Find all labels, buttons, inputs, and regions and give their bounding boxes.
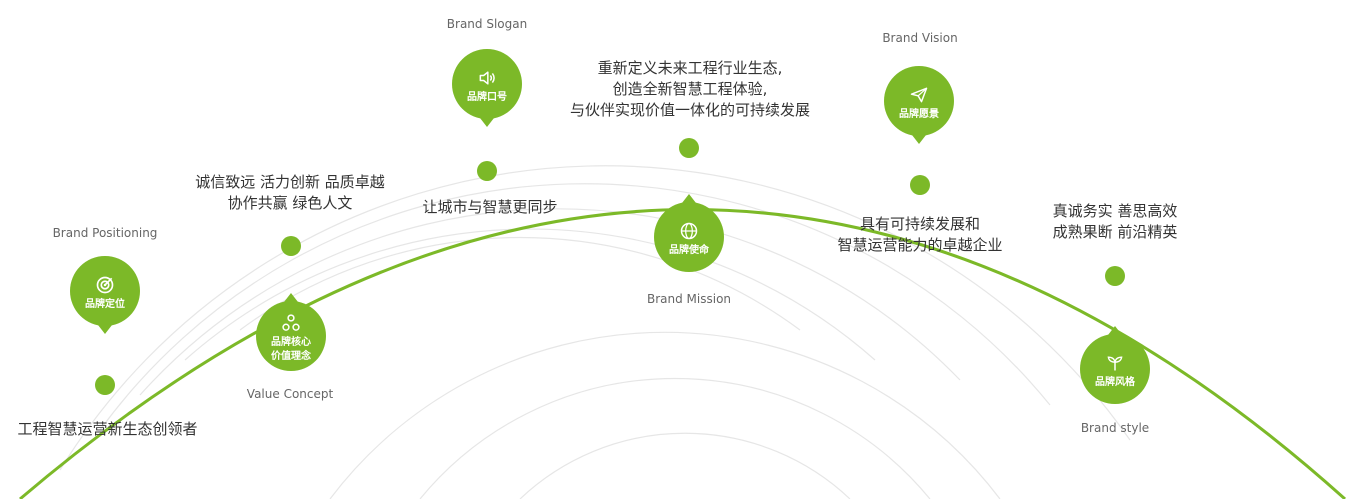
ring-2 bbox=[184, 228, 876, 361]
ring-1 bbox=[239, 236, 801, 331]
vision-en-title: Brand Vision bbox=[882, 31, 958, 45]
positioning-bubble-tail bbox=[98, 325, 112, 334]
sprout-icon bbox=[1107, 355, 1123, 370]
vision-bubble: 品牌愿景 bbox=[884, 66, 954, 136]
value-bubble: 品牌核心 价值理念 bbox=[256, 301, 326, 371]
background-rings bbox=[59, 165, 1131, 499]
style-text-line: 成熟果断 前沿精英 bbox=[1052, 223, 1178, 241]
ring-6 bbox=[329, 331, 1001, 499]
vision-text-line: 具有可持续发展和 bbox=[859, 215, 980, 233]
mission-bubble-tail bbox=[682, 194, 696, 203]
positioning-en-title: Brand Positioning bbox=[52, 226, 158, 240]
nodes-icon bbox=[282, 313, 300, 331]
vision-text-line: 智慧运营能力的卓越企业 bbox=[837, 236, 1003, 254]
slogan-text: 让城市与智慧更同步 bbox=[405, 197, 575, 218]
style-text-line: 真诚务实 善思高效 bbox=[1052, 202, 1178, 220]
ring-5 bbox=[59, 165, 1131, 471]
mission-bubble: 品牌使命 bbox=[654, 202, 724, 272]
value-text: 诚信致远 活力创新 品质卓越 协作共赢 绿色人文 bbox=[180, 172, 400, 214]
slogan-label: 品牌口号 bbox=[467, 91, 507, 103]
positioning-label: 品牌定位 bbox=[85, 298, 125, 310]
positioning-text: 工程智慧运营新生态创领者 bbox=[10, 419, 205, 440]
value-bubble-tail bbox=[284, 293, 298, 302]
slogan-en-title: Brand Slogan bbox=[446, 17, 528, 31]
ring-4 bbox=[99, 183, 1051, 431]
style-label: 品牌风格 bbox=[1095, 376, 1135, 388]
mission-text-line: 重新定义未来工程行业生态, bbox=[597, 59, 783, 77]
ring-3 bbox=[139, 208, 961, 396]
mission-text-line: 与伙伴实现价值一体化的可持续发展 bbox=[569, 101, 810, 119]
mission-text-line: 创造全新智慧工程体验, bbox=[612, 80, 768, 98]
style-bubble: 品牌风格 bbox=[1080, 334, 1150, 404]
value-text-line: 诚信致远 活力创新 品质卓越 bbox=[195, 173, 385, 191]
positioning-bubble: 品牌定位 bbox=[70, 256, 140, 326]
arc-dot-style bbox=[1105, 266, 1125, 286]
ring-7 bbox=[419, 377, 931, 499]
value-label-2: 价值理念 bbox=[271, 350, 311, 362]
value-label-1: 品牌核心 bbox=[271, 336, 311, 348]
globe-icon bbox=[680, 222, 698, 239]
ring-8 bbox=[519, 432, 851, 499]
value-en-title: Value Concept bbox=[246, 387, 334, 401]
target-icon bbox=[96, 276, 114, 293]
positioning-text-line: 工程智慧运营新生态创领者 bbox=[17, 420, 198, 438]
style-text: 真诚务实 善思高效 成熟果断 前沿精英 bbox=[1035, 201, 1195, 243]
mission-label: 品牌使命 bbox=[669, 244, 709, 256]
slogan-bubble: 品牌口号 bbox=[452, 49, 522, 119]
arc-dot-mission bbox=[679, 138, 699, 158]
vision-bubble-tail bbox=[912, 135, 926, 144]
arc-dot-vision bbox=[910, 175, 930, 195]
slogan-text-line: 让城市与智慧更同步 bbox=[422, 198, 558, 216]
paper-plane-icon bbox=[910, 87, 928, 102]
arc-dot-value bbox=[281, 236, 301, 256]
arc-dot-positioning bbox=[95, 375, 115, 395]
value-text-line: 协作共赢 绿色人文 bbox=[227, 194, 353, 212]
vision-text: 具有可持续发展和 智慧运营能力的卓越企业 bbox=[815, 214, 1025, 256]
mission-en-title: Brand Mission bbox=[646, 292, 732, 306]
slogan-bubble-tail bbox=[480, 118, 494, 127]
vision-label: 品牌愿景 bbox=[899, 108, 939, 120]
speaker-icon bbox=[479, 70, 495, 85]
arc-dot-slogan bbox=[477, 161, 497, 181]
style-bubble-tail bbox=[1108, 326, 1122, 335]
mission-text: 重新定义未来工程行业生态, 创造全新智慧工程体验, 与伙伴实现价值一体化的可持续… bbox=[540, 58, 840, 121]
style-en-title: Brand style bbox=[1080, 421, 1150, 435]
